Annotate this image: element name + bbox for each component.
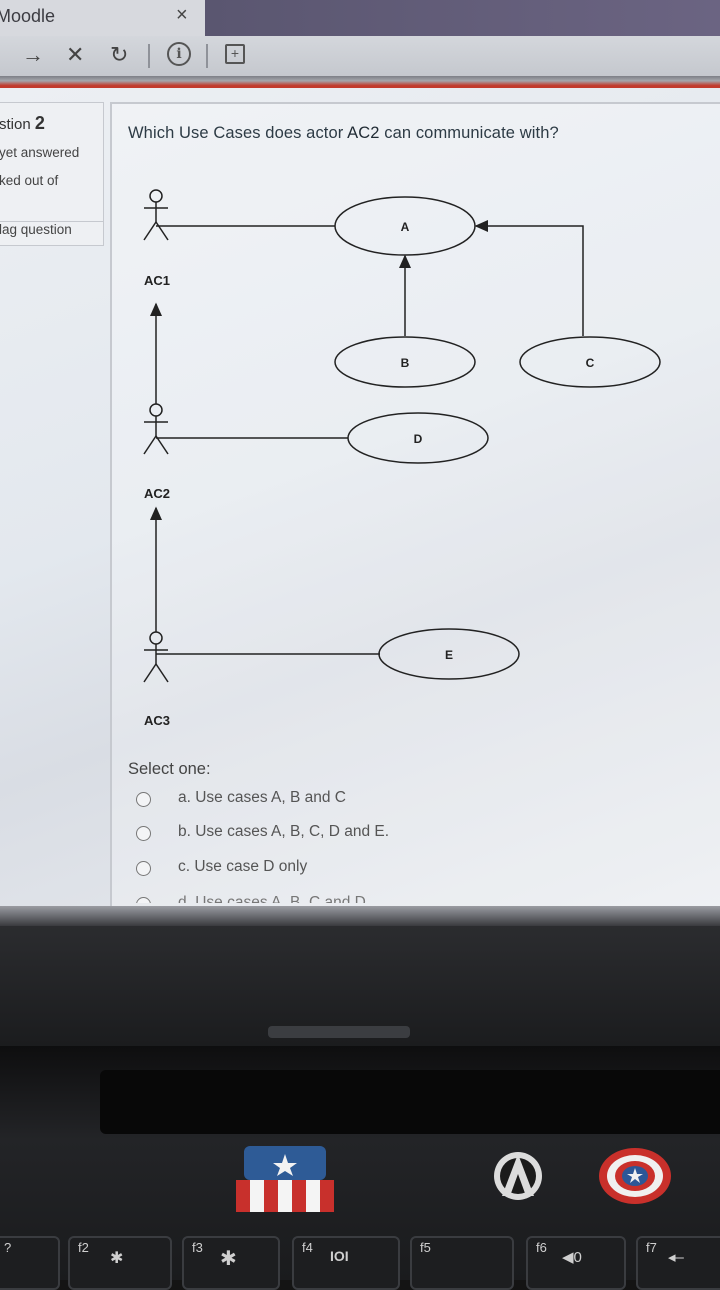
browser-tabbar: Moodle × [0, 0, 720, 36]
browser-navbar: → ✕ ↻ [0, 36, 720, 76]
key-f6[interactable]: f6 ◀0 [526, 1236, 626, 1290]
question-text-suffix: can communicate with? [379, 124, 559, 142]
shield-sticker [599, 1148, 671, 1204]
quiz-page: stion 2 yet answered ked out of lag ques… [0, 88, 720, 906]
key-f3-label: f3 [192, 1240, 203, 1255]
key-f2-label: f2 [78, 1240, 89, 1255]
use-case-diagram: AC1 AC2 AC3 A B C D E [143, 189, 661, 728]
tab-title: Moodle [0, 6, 56, 26]
key-f2[interactable]: f2 ✱ [68, 1236, 172, 1290]
question-text-prefix: Which Use Cases does actor [128, 124, 348, 142]
question-marks: ked out of [0, 173, 59, 188]
extension-icon[interactable]: + [225, 44, 245, 64]
use-case-a [334, 196, 476, 256]
screen-bezel [0, 906, 720, 926]
key-f4-symbol: IOI [330, 1248, 349, 1264]
nav-separator [148, 44, 150, 68]
use-case-b [334, 336, 476, 388]
key-f3[interactable]: f3 ✱ [182, 1236, 280, 1290]
use-case-c [519, 336, 661, 388]
speaker-grille [100, 1070, 720, 1134]
actor-ac1-label: AC1 [144, 273, 170, 288]
actor-ac3-label: AC3 [144, 713, 170, 728]
site-info-icon[interactable]: i [167, 42, 191, 66]
key-f6-label: f6 [536, 1240, 547, 1255]
question-text: Which Use Cases does actor AC2 can commu… [128, 124, 559, 143]
tab-close-icon[interactable]: × [176, 4, 188, 26]
key-help[interactable]: ? [0, 1236, 60, 1290]
key-f7-symbol: ◂– [668, 1249, 684, 1266]
answer-option-c[interactable]: c. Use case D only [130, 857, 370, 881]
use-case-d-label: D [414, 432, 423, 446]
key-f4-label: f4 [302, 1240, 313, 1255]
question-number: stion 2 [0, 113, 45, 134]
use-case-c-label: C [586, 356, 595, 370]
radio-d[interactable] [136, 897, 151, 903]
radio-b[interactable] [136, 826, 151, 841]
question-label: stion [0, 116, 31, 133]
key-f7-label: f7 [646, 1240, 657, 1255]
key-f6-symbol: ◀0 [562, 1249, 582, 1266]
reload-button[interactable]: ↻ [110, 42, 129, 67]
key-help-label: ? [4, 1240, 12, 1255]
nav-separator [206, 44, 208, 68]
answer-option-c-label: c. Use case D only [178, 858, 308, 875]
question-number-value: 2 [34, 113, 45, 133]
browser-tab[interactable]: Moodle × [0, 0, 205, 36]
actor-ac3-figure [143, 631, 169, 683]
question-info-panel: stion 2 yet answered ked out of lag ques… [0, 102, 104, 246]
stop-button[interactable]: ✕ [66, 42, 85, 67]
question-box [110, 102, 720, 906]
key-f2-symbol: ✱ [110, 1250, 124, 1267]
use-case-e-label: E [445, 648, 453, 662]
answer-option-d[interactable]: d. Use cases A, B, C and D [130, 893, 390, 903]
answer-option-d-label: d. Use cases A, B, C and D [178, 894, 366, 903]
use-case-e [378, 628, 520, 680]
radio-c[interactable] [136, 861, 151, 876]
answer-option-b[interactable]: b. Use cases A, B, C, D and E. [130, 822, 430, 846]
hinge-tab [268, 1026, 410, 1038]
c-to-a-relationship [474, 220, 584, 336]
answer-option-a[interactable]: a. Use cases A, B and C [130, 788, 390, 812]
key-f5[interactable]: f5 [410, 1236, 514, 1290]
forward-button[interactable]: → [22, 42, 44, 67]
captain-america-sticker [236, 1146, 334, 1212]
key-f5-label: f5 [420, 1240, 431, 1255]
select-one-label: Select one: [128, 760, 211, 778]
page-top-edge [0, 76, 720, 88]
question-text-actor: AC2 [347, 124, 380, 142]
avengers-logo-sticker [494, 1152, 542, 1200]
actor-ac1-figure [143, 189, 169, 241]
answer-option-b-label: b. Use cases A, B, C, D and E. [178, 823, 390, 840]
use-case-a-label: A [401, 220, 410, 234]
use-case-d [347, 412, 489, 464]
radio-a[interactable] [136, 792, 151, 807]
actor-ac2-label: AC2 [144, 486, 170, 501]
actor-ac2-figure [143, 403, 169, 455]
answer-option-a-label: a. Use cases A, B and C [178, 789, 347, 806]
key-f3-symbol: ✱ [220, 1248, 237, 1270]
question-status: yet answered [0, 145, 80, 160]
use-case-b-label: B [401, 356, 410, 370]
flag-question-button[interactable]: lag question [0, 221, 103, 237]
key-f7[interactable]: f7 ◂– [636, 1236, 720, 1290]
